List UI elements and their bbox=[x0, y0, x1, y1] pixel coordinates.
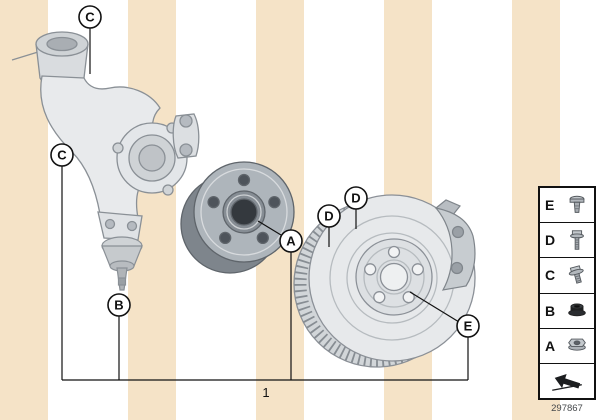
wheel-hub-drawing bbox=[180, 161, 295, 274]
callout-circle-b: B bbox=[107, 293, 131, 317]
callout-circle-d-outer: D bbox=[317, 204, 341, 228]
legend-row-a: A bbox=[540, 329, 594, 364]
callout-circle-c-left: C bbox=[50, 143, 74, 167]
callout-label: E bbox=[464, 319, 473, 334]
direction-arrow-icon bbox=[552, 373, 582, 391]
drawing-part-number: 297867 bbox=[551, 403, 583, 414]
fastener-legend: E D C bbox=[538, 186, 596, 400]
legend-label-a: A bbox=[545, 337, 556, 354]
callout-circle-d-inner: D bbox=[344, 186, 368, 210]
legend-row-direction bbox=[540, 364, 594, 398]
callout-lines bbox=[61, 28, 469, 381]
callout-circle-a: A bbox=[279, 229, 303, 253]
callout-circle-c-top: C bbox=[78, 5, 102, 29]
callout-label: A bbox=[286, 234, 296, 249]
callout-label: D bbox=[351, 191, 360, 206]
callout-circle-e: E bbox=[456, 314, 480, 338]
callout-label: C bbox=[57, 148, 67, 163]
legend-row-c: C bbox=[540, 258, 594, 294]
callout-label: D bbox=[324, 209, 333, 224]
legend-label-b: B bbox=[545, 302, 556, 319]
caliper-carrier-drawing bbox=[434, 199, 476, 291]
hex-bolt-icon bbox=[570, 230, 584, 250]
flange-nut-icon bbox=[568, 338, 586, 351]
legend-label-c: C bbox=[545, 267, 556, 284]
flange-screw-icon bbox=[569, 195, 585, 213]
legend-label-d: D bbox=[545, 232, 556, 249]
legend-row-e: E bbox=[540, 188, 594, 224]
callout-label: C bbox=[85, 10, 95, 25]
legend-label-e: E bbox=[545, 197, 555, 214]
collar-nut-icon bbox=[568, 303, 586, 316]
ball-joint-drawing bbox=[101, 236, 143, 291]
kit-group-number: 1 bbox=[262, 385, 269, 400]
legend-row-b: B bbox=[540, 294, 594, 329]
legend-row-d: D bbox=[540, 223, 594, 259]
hex-flange-bolt-icon bbox=[568, 265, 584, 285]
callout-label: B bbox=[114, 298, 123, 313]
steering-knuckle-drawing bbox=[11, 31, 200, 241]
